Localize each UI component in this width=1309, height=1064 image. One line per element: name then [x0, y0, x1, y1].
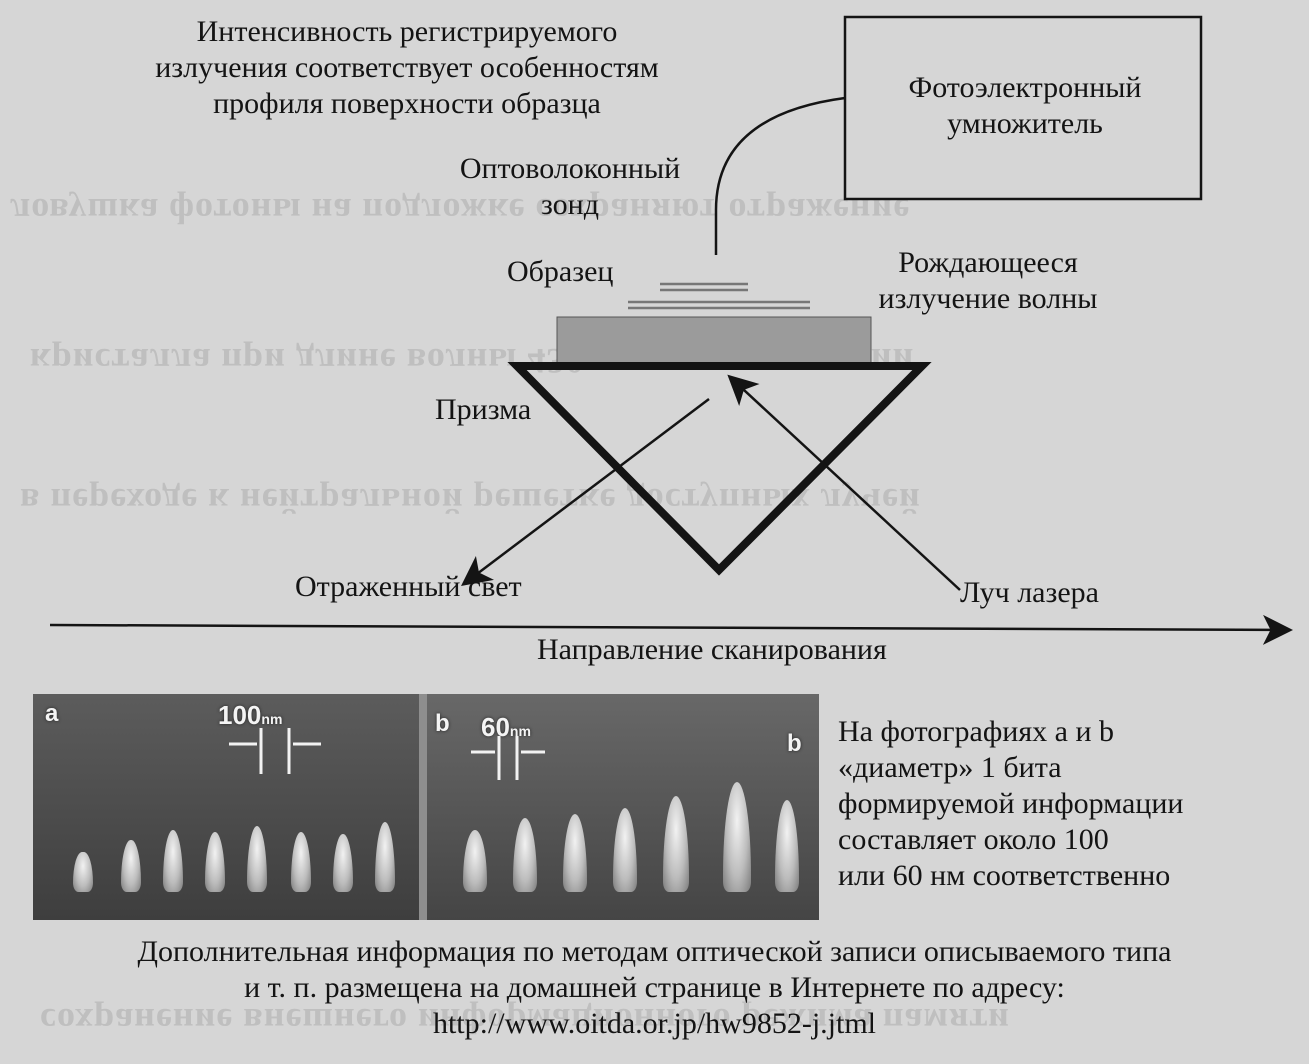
sample-block — [556, 316, 872, 364]
reflected-light-arrow — [461, 398, 710, 587]
diagram-title: Интенсивность регистрируемого излучения … — [97, 14, 717, 122]
pmt-label: Фотоэлектронный умножитель — [908, 71, 1142, 140]
reflected-light-label: Отраженный свет — [295, 570, 522, 603]
scan-direction-arrow — [49, 614, 1293, 645]
title-line: излучения соответствует особенностям — [155, 51, 659, 84]
photo-divider — [419, 694, 427, 920]
photo-label-a: a — [45, 700, 59, 727]
probe-label: Оптоволоконный зонд — [459, 152, 681, 221]
title-line: Интенсивность регистрируемого — [196, 15, 618, 48]
title-line: профиля поверхности образца — [213, 87, 601, 120]
emerging-wave-label: Рождающееся излучение волны — [878, 246, 1098, 315]
photo-caption: На фотографиях a и b «диаметр» 1 бита фо… — [838, 715, 1184, 892]
probe-fiber — [714, 96, 846, 255]
prism-label: Призма — [435, 393, 532, 426]
scale-markers — [229, 728, 545, 780]
prism — [507, 362, 932, 576]
scale-bar-a: 100nm — [218, 700, 283, 730]
optical-recording-diagram — [49, 15, 1293, 645]
footer-url: http://www.oitda.or.jp/hw9852-j.jtml — [432, 1007, 877, 1040]
photo-panel-a — [33, 694, 423, 920]
photo-label-b: b — [435, 710, 450, 737]
laser-beam-label: Луч лазера — [960, 576, 1099, 609]
scale-bar-b: 60nm — [481, 712, 531, 742]
sample-label: Образец — [507, 255, 614, 288]
scan-direction-label: Направление сканирования — [537, 633, 887, 666]
footer-note: Дополнительная информация по методам опт… — [0, 934, 1309, 1042]
laser-beam-arrow — [727, 374, 961, 591]
afm-photo: a b b 100nm 60nm — [33, 694, 819, 920]
pmt-box — [843, 15, 1203, 201]
photo-corner-label-b: b — [787, 730, 802, 757]
